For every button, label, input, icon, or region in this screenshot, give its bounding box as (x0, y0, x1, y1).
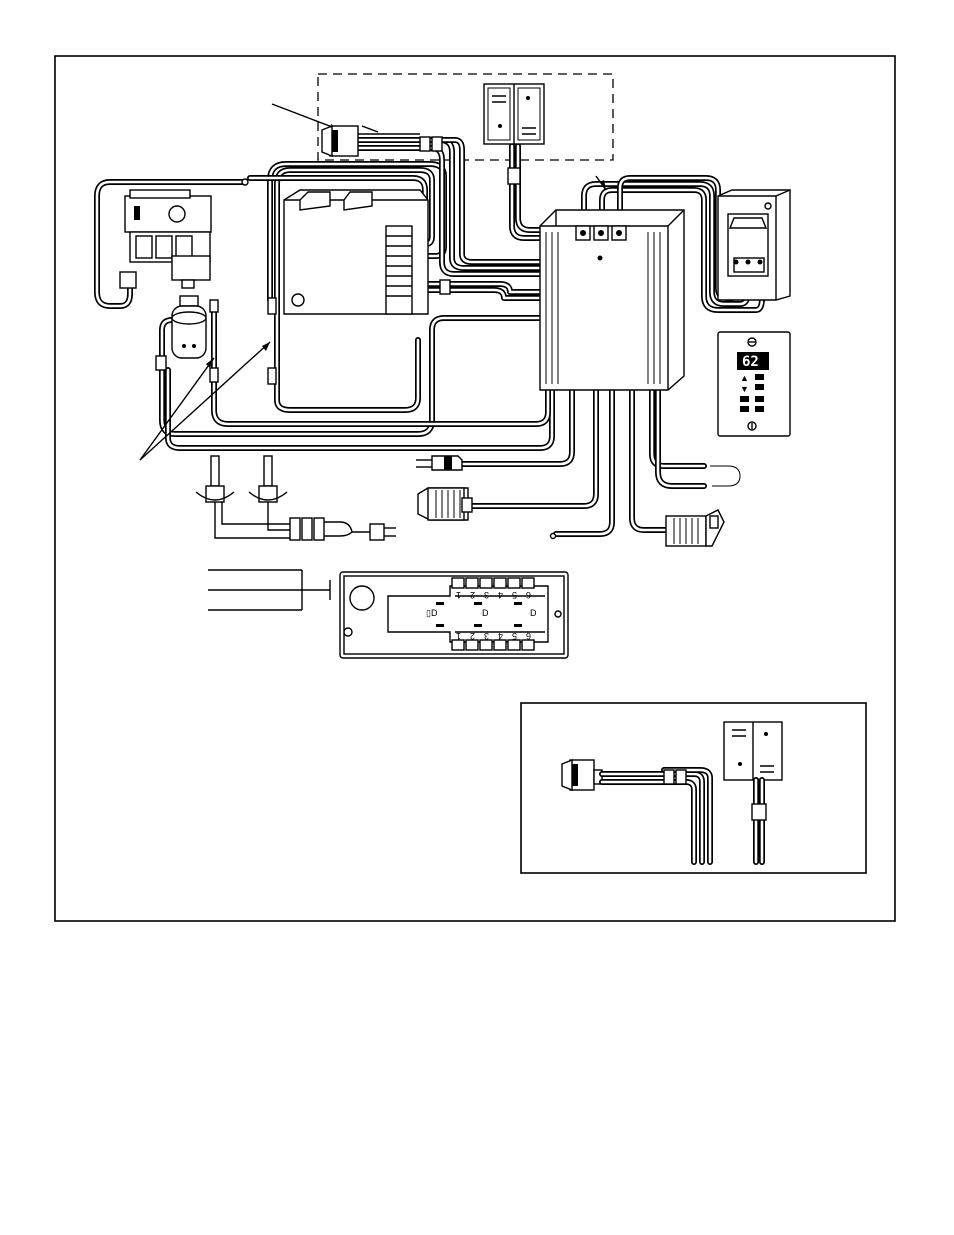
svg-text:▯D: ▯D (426, 608, 438, 618)
transformer-icon (418, 488, 472, 520)
svg-text:D: D (530, 608, 537, 618)
terminal-top-pin-1: 1 (456, 590, 461, 600)
terminal-top-pin-5: 5 (512, 590, 517, 600)
svg-text:D: D (482, 608, 489, 618)
control-box-icon (540, 176, 684, 390)
pump-motor-icon (156, 296, 218, 382)
terminal-top-pin-3: 3 (484, 590, 489, 600)
wall-switch-icon (718, 190, 790, 300)
terminal-block-icon: ▯D D D 1 2 3 4 5 6 1 2 3 4 5 6 (208, 570, 568, 658)
power-plug-icon (416, 456, 462, 470)
receiver-display-value: 62 (742, 354, 759, 370)
receiver-down-arrow: ▼ (740, 384, 749, 394)
battery-pack-icon (484, 84, 544, 184)
terminal-bottom-pin-1: 1 (456, 631, 461, 641)
terminal-bottom-pin-3: 3 (484, 631, 489, 641)
terminal-bottom-pin-6: 6 (526, 631, 531, 641)
ignition-module-icon (268, 190, 450, 384)
receiver-up-arrow: ▲ (740, 373, 749, 383)
terminal-bottom-pin-4: 4 (498, 631, 503, 641)
gas-valve-icon (120, 179, 248, 288)
terminal-top-pin-4: 4 (498, 590, 503, 600)
terminal-bottom-pin-5: 5 (512, 631, 517, 641)
terminal-top-pin-6: 6 (526, 590, 531, 600)
remote-receiver-icon: 62 ▲ ▼ (718, 332, 790, 436)
terminal-top-pin-2: 2 (470, 590, 475, 600)
terminal-bottom-pin-2: 2 (470, 631, 475, 641)
inset-detail (521, 703, 866, 873)
